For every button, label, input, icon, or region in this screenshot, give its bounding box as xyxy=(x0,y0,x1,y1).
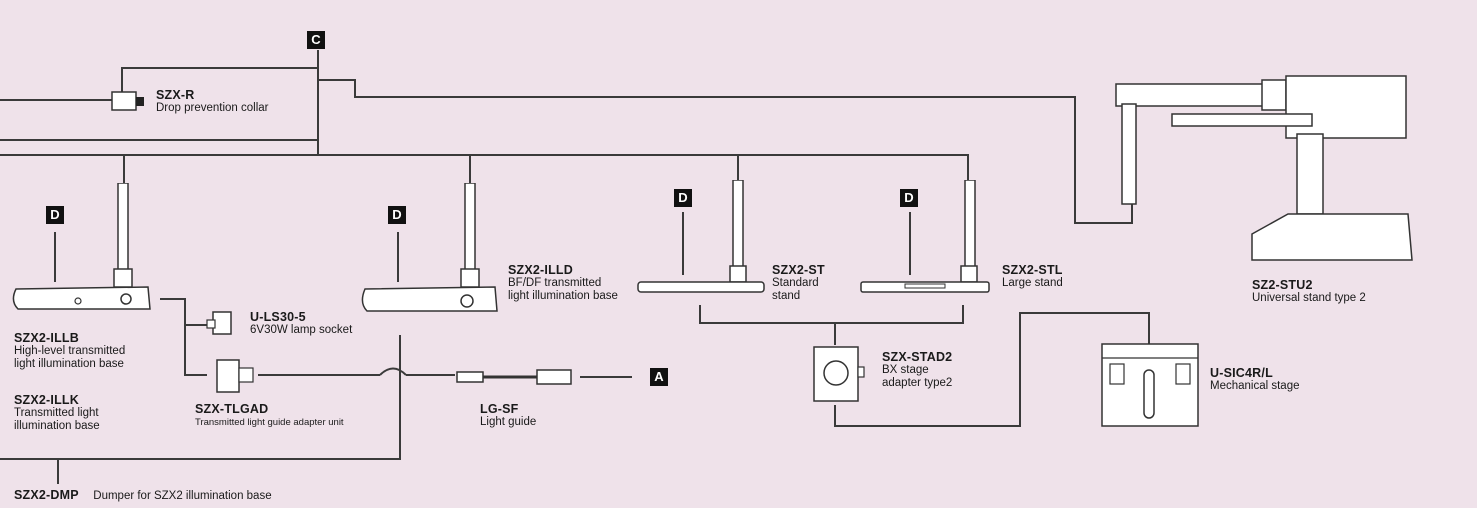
badge-d-illb: D xyxy=(46,206,64,224)
szx-r-code: SZX-R xyxy=(156,88,195,102)
szx2-illb-desc-2: light illumination base xyxy=(14,358,124,370)
large-stand-image xyxy=(860,180,990,293)
label-szx2-st: SZX2-ST Standard stand xyxy=(772,263,825,303)
szx2-dmp-desc: Dumper for SZX2 illumination base xyxy=(93,490,272,502)
sz2-stu2-desc: Universal stand type 2 xyxy=(1252,292,1366,304)
label-lg-sf: LG-SF Light guide xyxy=(480,402,536,429)
label-szx-tlgad: SZX-TLGAD Transmitted light guide adapte… xyxy=(195,402,344,429)
szx-tlgad-desc: Transmitted light guide adapter unit xyxy=(195,417,344,428)
label-szx2-dmp: SZX2-DMP Dumper for SZX2 illumination ba… xyxy=(14,486,272,504)
label-szx-r: SZX-R Drop prevention collar xyxy=(156,88,269,115)
szx2-illb-code: SZX2-ILLB xyxy=(14,331,79,345)
szx-stad2-desc-2: adapter type2 xyxy=(882,377,953,389)
lg-sf-desc: Light guide xyxy=(480,416,537,428)
szx-r-desc: Drop prevention collar xyxy=(156,102,269,114)
label-szx-stad2: SZX-STAD2 BX stage adapter type2 xyxy=(882,350,952,390)
badge-c: C xyxy=(307,31,325,49)
szx2-illk-desc-2: illumination base xyxy=(14,420,100,432)
szx-stad2-code: SZX-STAD2 xyxy=(882,350,953,364)
illumination-base-illb-image xyxy=(12,183,151,310)
mechanical-stage-image xyxy=(1101,343,1199,427)
light-guide-image xyxy=(456,369,572,385)
label-szx2-illb: SZX2-ILLB High-level transmitted light i… xyxy=(14,331,125,371)
u-sic4r-l-code: U-SIC4R/L xyxy=(1210,366,1273,380)
u-ls30-5-desc: 6V30W lamp socket xyxy=(250,324,353,336)
szx2-st-desc-2: stand xyxy=(772,290,801,302)
badge-a: A xyxy=(650,368,668,386)
badge-d-stl: D xyxy=(900,189,918,207)
szx-stad2-desc-1: BX stage xyxy=(882,364,929,376)
standard-stand-image xyxy=(637,180,765,293)
szx2-illb-desc-1: High-level transmitted xyxy=(14,345,126,357)
badge-d-st: D xyxy=(674,189,692,207)
szx2-st-code: SZX2-ST xyxy=(772,263,825,277)
szx2-illd-code: SZX2-ILLD xyxy=(508,263,573,277)
illumination-base-illd-image xyxy=(361,183,498,312)
stage-adapter-image xyxy=(813,346,865,402)
sz2-stu2-code: SZ2-STU2 xyxy=(1252,278,1313,292)
szx2-illk-desc-1: Transmitted light xyxy=(14,407,99,419)
drop-prevention-collar-image xyxy=(111,91,144,111)
label-u-sic4r-l: U-SIC4R/L Mechanical stage xyxy=(1210,366,1300,393)
u-sic4r-l-desc: Mechanical stage xyxy=(1210,380,1300,392)
light-guide-adapter-image xyxy=(216,359,254,393)
szx2-illd-desc-1: BF/DF transmitted xyxy=(508,277,602,289)
lamp-socket-image xyxy=(206,311,232,335)
szx2-st-desc-1: Standard xyxy=(772,277,819,289)
label-u-ls30-5: U-LS30-5 6V30W lamp socket xyxy=(250,310,352,337)
label-sz2-stu2: SZ2-STU2 Universal stand type 2 xyxy=(1252,278,1366,305)
szx2-illk-code: SZX2-ILLK xyxy=(14,393,79,407)
badge-d-illd: D xyxy=(388,206,406,224)
szx2-stl-code: SZX2-STL xyxy=(1002,263,1063,277)
szx2-illd-desc-2: light illumination base xyxy=(508,290,618,302)
szx-tlgad-code: SZX-TLGAD xyxy=(195,402,269,416)
universal-stand-image xyxy=(1115,75,1413,261)
szx2-stl-desc: Large stand xyxy=(1002,277,1063,289)
label-szx2-stl: SZX2-STL Large stand xyxy=(1002,263,1063,290)
lg-sf-code: LG-SF xyxy=(480,402,519,416)
u-ls30-5-code: U-LS30-5 xyxy=(250,310,306,324)
label-szx2-illd: SZX2-ILLD BF/DF transmitted light illumi… xyxy=(508,263,618,303)
label-szx2-illk: SZX2-ILLK Transmitted light illumination… xyxy=(14,393,100,433)
szx2-dmp-code: SZX2-DMP xyxy=(14,488,79,502)
